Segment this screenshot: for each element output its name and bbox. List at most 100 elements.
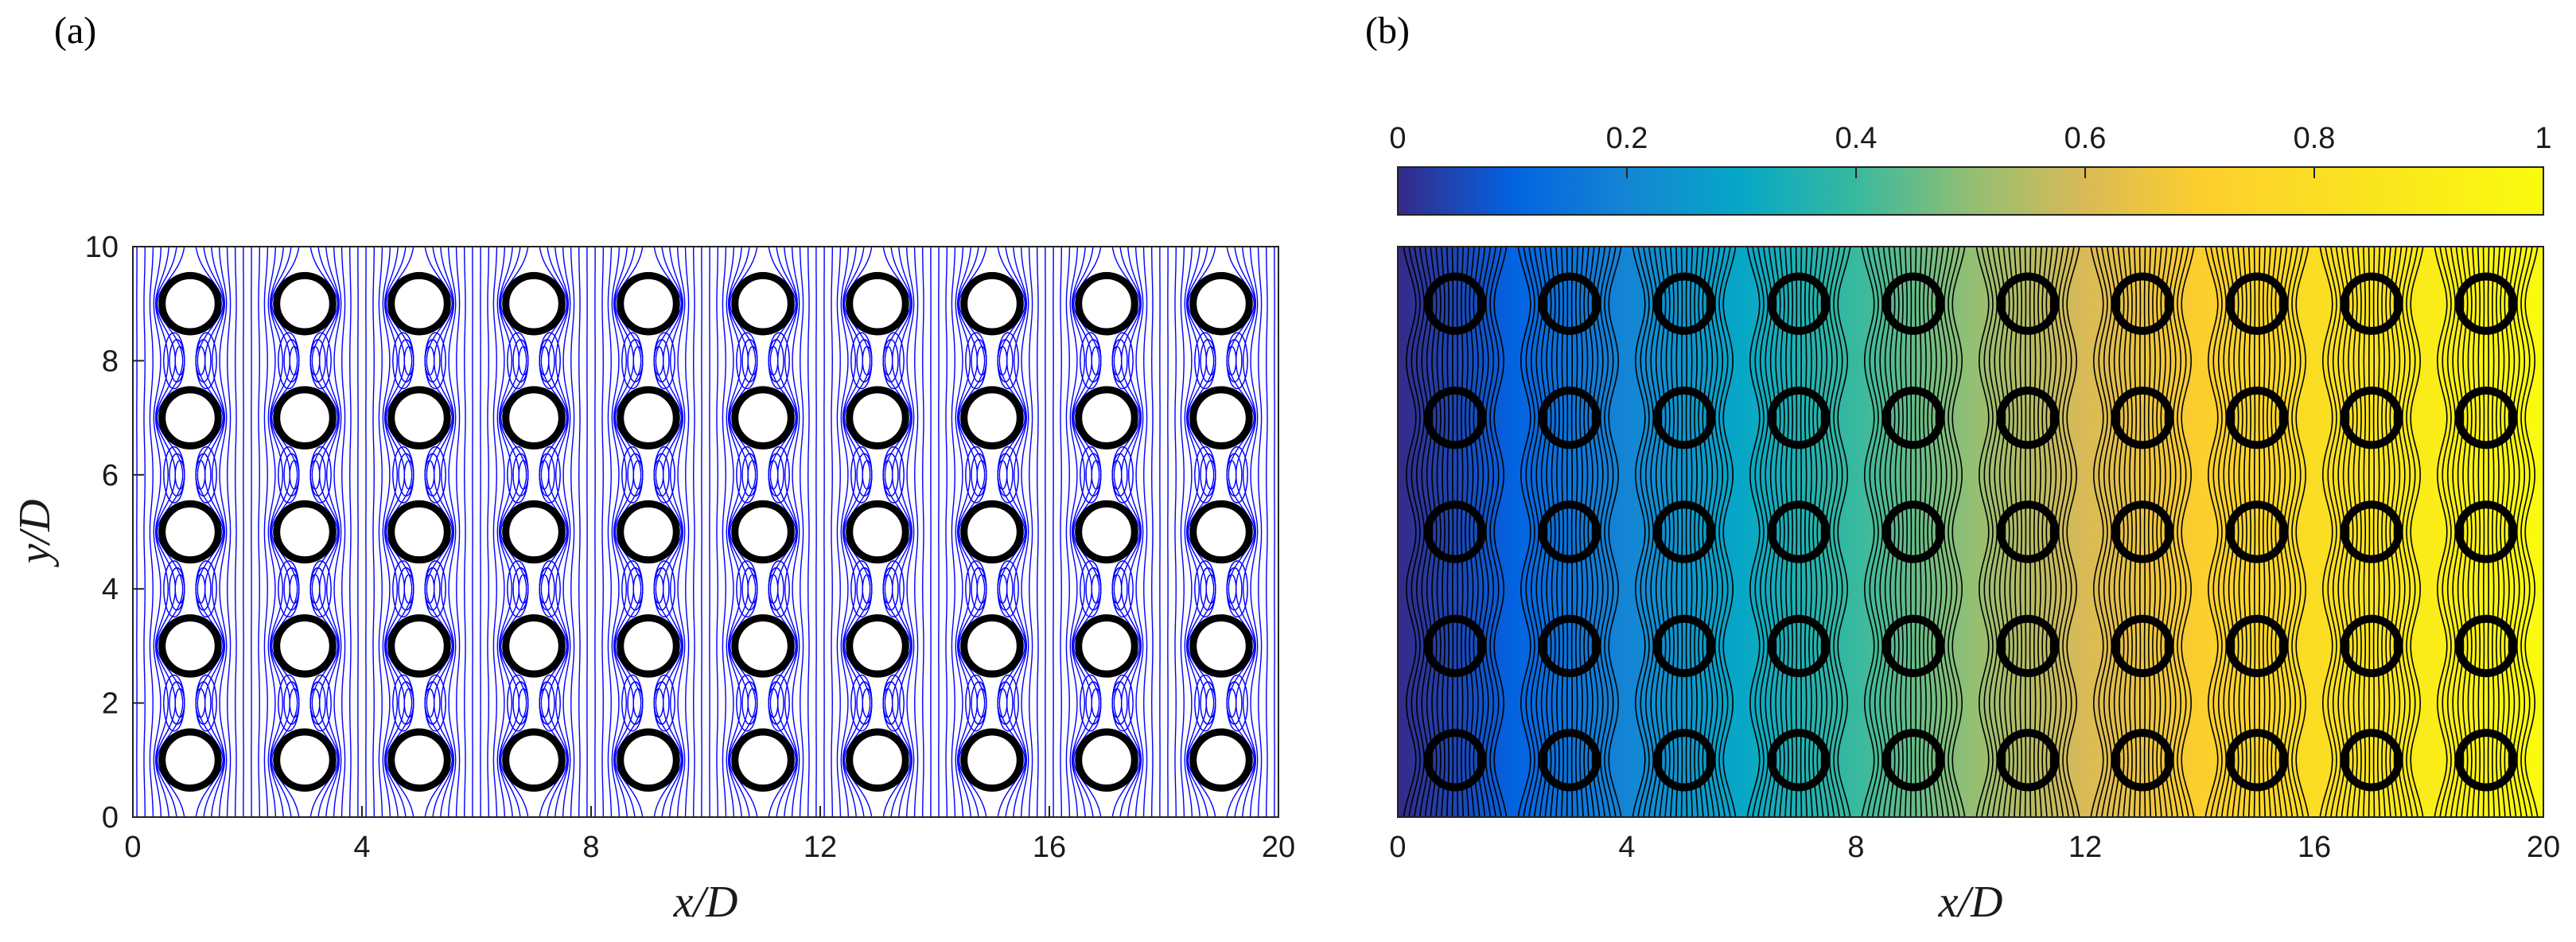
contour-line [2128,247,2133,817]
contour-line [2045,247,2053,817]
cylinder [1075,271,1138,336]
recirculation-loop [1226,332,1248,390]
y-tick-label: 0 [102,801,119,835]
recirculation-loop [882,332,905,390]
recirculation-loop [653,446,675,504]
y-tick-label: 2 [102,687,119,721]
contour-line [1694,247,1699,817]
cylinder [731,614,795,678]
streamline [1069,247,1079,817]
recirculation-loop [1080,332,1102,390]
cylinder [617,614,680,678]
x-tick-label: 20 [2527,831,2560,864]
recirculation-loop [539,674,561,732]
recirculation-loop [768,332,790,390]
streamline [1111,247,1141,817]
streamline [997,247,1026,817]
x-tick-label: 8 [582,831,599,864]
x-tick-label: 0 [124,831,141,864]
contour-line [1948,247,1960,817]
contour-line [1866,247,1879,817]
cylinder [960,728,1024,792]
recirculation-loop [1111,332,1134,390]
cylinder [1189,728,1253,792]
cylinder [617,271,680,336]
contour-line [2062,247,2075,817]
streamline [958,247,987,817]
contour-line [2406,247,2418,817]
cylinder [731,728,795,792]
cylinder [1996,272,2060,335]
contour-line [2111,247,2121,817]
streamline [1072,247,1102,817]
contour-line [2049,247,2059,817]
contour-line [2148,247,2151,817]
recirculation-loop [278,674,300,732]
streamline [1186,247,1208,817]
recirculation-loop [621,332,644,390]
streamline [843,247,873,817]
streamline [1060,247,1063,817]
recirculation-loop [507,446,529,504]
contour-line [2123,247,2129,817]
contour-line [1800,247,1803,817]
streamline [692,247,695,817]
cylinder [1538,386,1601,450]
contour-line [2357,247,2362,817]
contour-line [2291,247,2304,817]
contour-line [1456,247,1459,817]
contour-line [1659,247,1667,817]
contour-line [2520,247,2533,817]
streamline [211,247,226,817]
recirculation-loop [850,446,873,504]
contour-line [2090,247,2104,817]
contour-line [1591,247,1601,817]
streamline [156,247,185,817]
contour-line [1517,247,1531,817]
contour-line [1997,247,2006,817]
contour-line [1746,247,1761,817]
recirculation-loop [1080,446,1102,504]
cylinder [273,728,337,792]
cylinder [960,614,1024,678]
recirculation-loop [736,674,758,732]
cylinder [273,500,337,564]
streamline [1127,247,1142,817]
streamline [1036,247,1039,817]
cylinder [2111,272,2174,335]
streamline [424,247,453,817]
streamline [905,247,915,817]
streamline [898,247,913,817]
contour-line [1550,247,1556,817]
contour-line [1408,247,1421,817]
cylinder [1881,614,1945,678]
contour-line [2274,247,2282,817]
contour-line [2439,247,2452,817]
cylinder [2340,272,2403,335]
y-tick-label: 6 [102,459,119,492]
contour-line [1575,247,1578,817]
cylinder [2111,614,2174,678]
contour-line [1675,247,1679,817]
contour-line [1403,247,1417,817]
streamline [500,247,529,817]
contour-line [2143,247,2146,817]
panel-a-x-axis-label: x/D [673,878,738,927]
contour-line [1435,247,1442,817]
streamline [263,247,269,817]
recirculation-loop [163,446,185,504]
contour-line [1539,247,1548,817]
contour-line [2014,247,2018,817]
recirculation-loop [1194,560,1216,617]
contour-line [1927,247,1933,817]
cylinder [846,614,909,678]
x-tick-label: 20 [1262,831,1295,864]
panel-a-frame [132,246,1279,818]
contour-line [1935,247,1944,817]
recirculation-loop [278,446,300,504]
cylinder [158,728,222,792]
cylinder [1652,729,1716,792]
cylinder [1881,729,1945,792]
